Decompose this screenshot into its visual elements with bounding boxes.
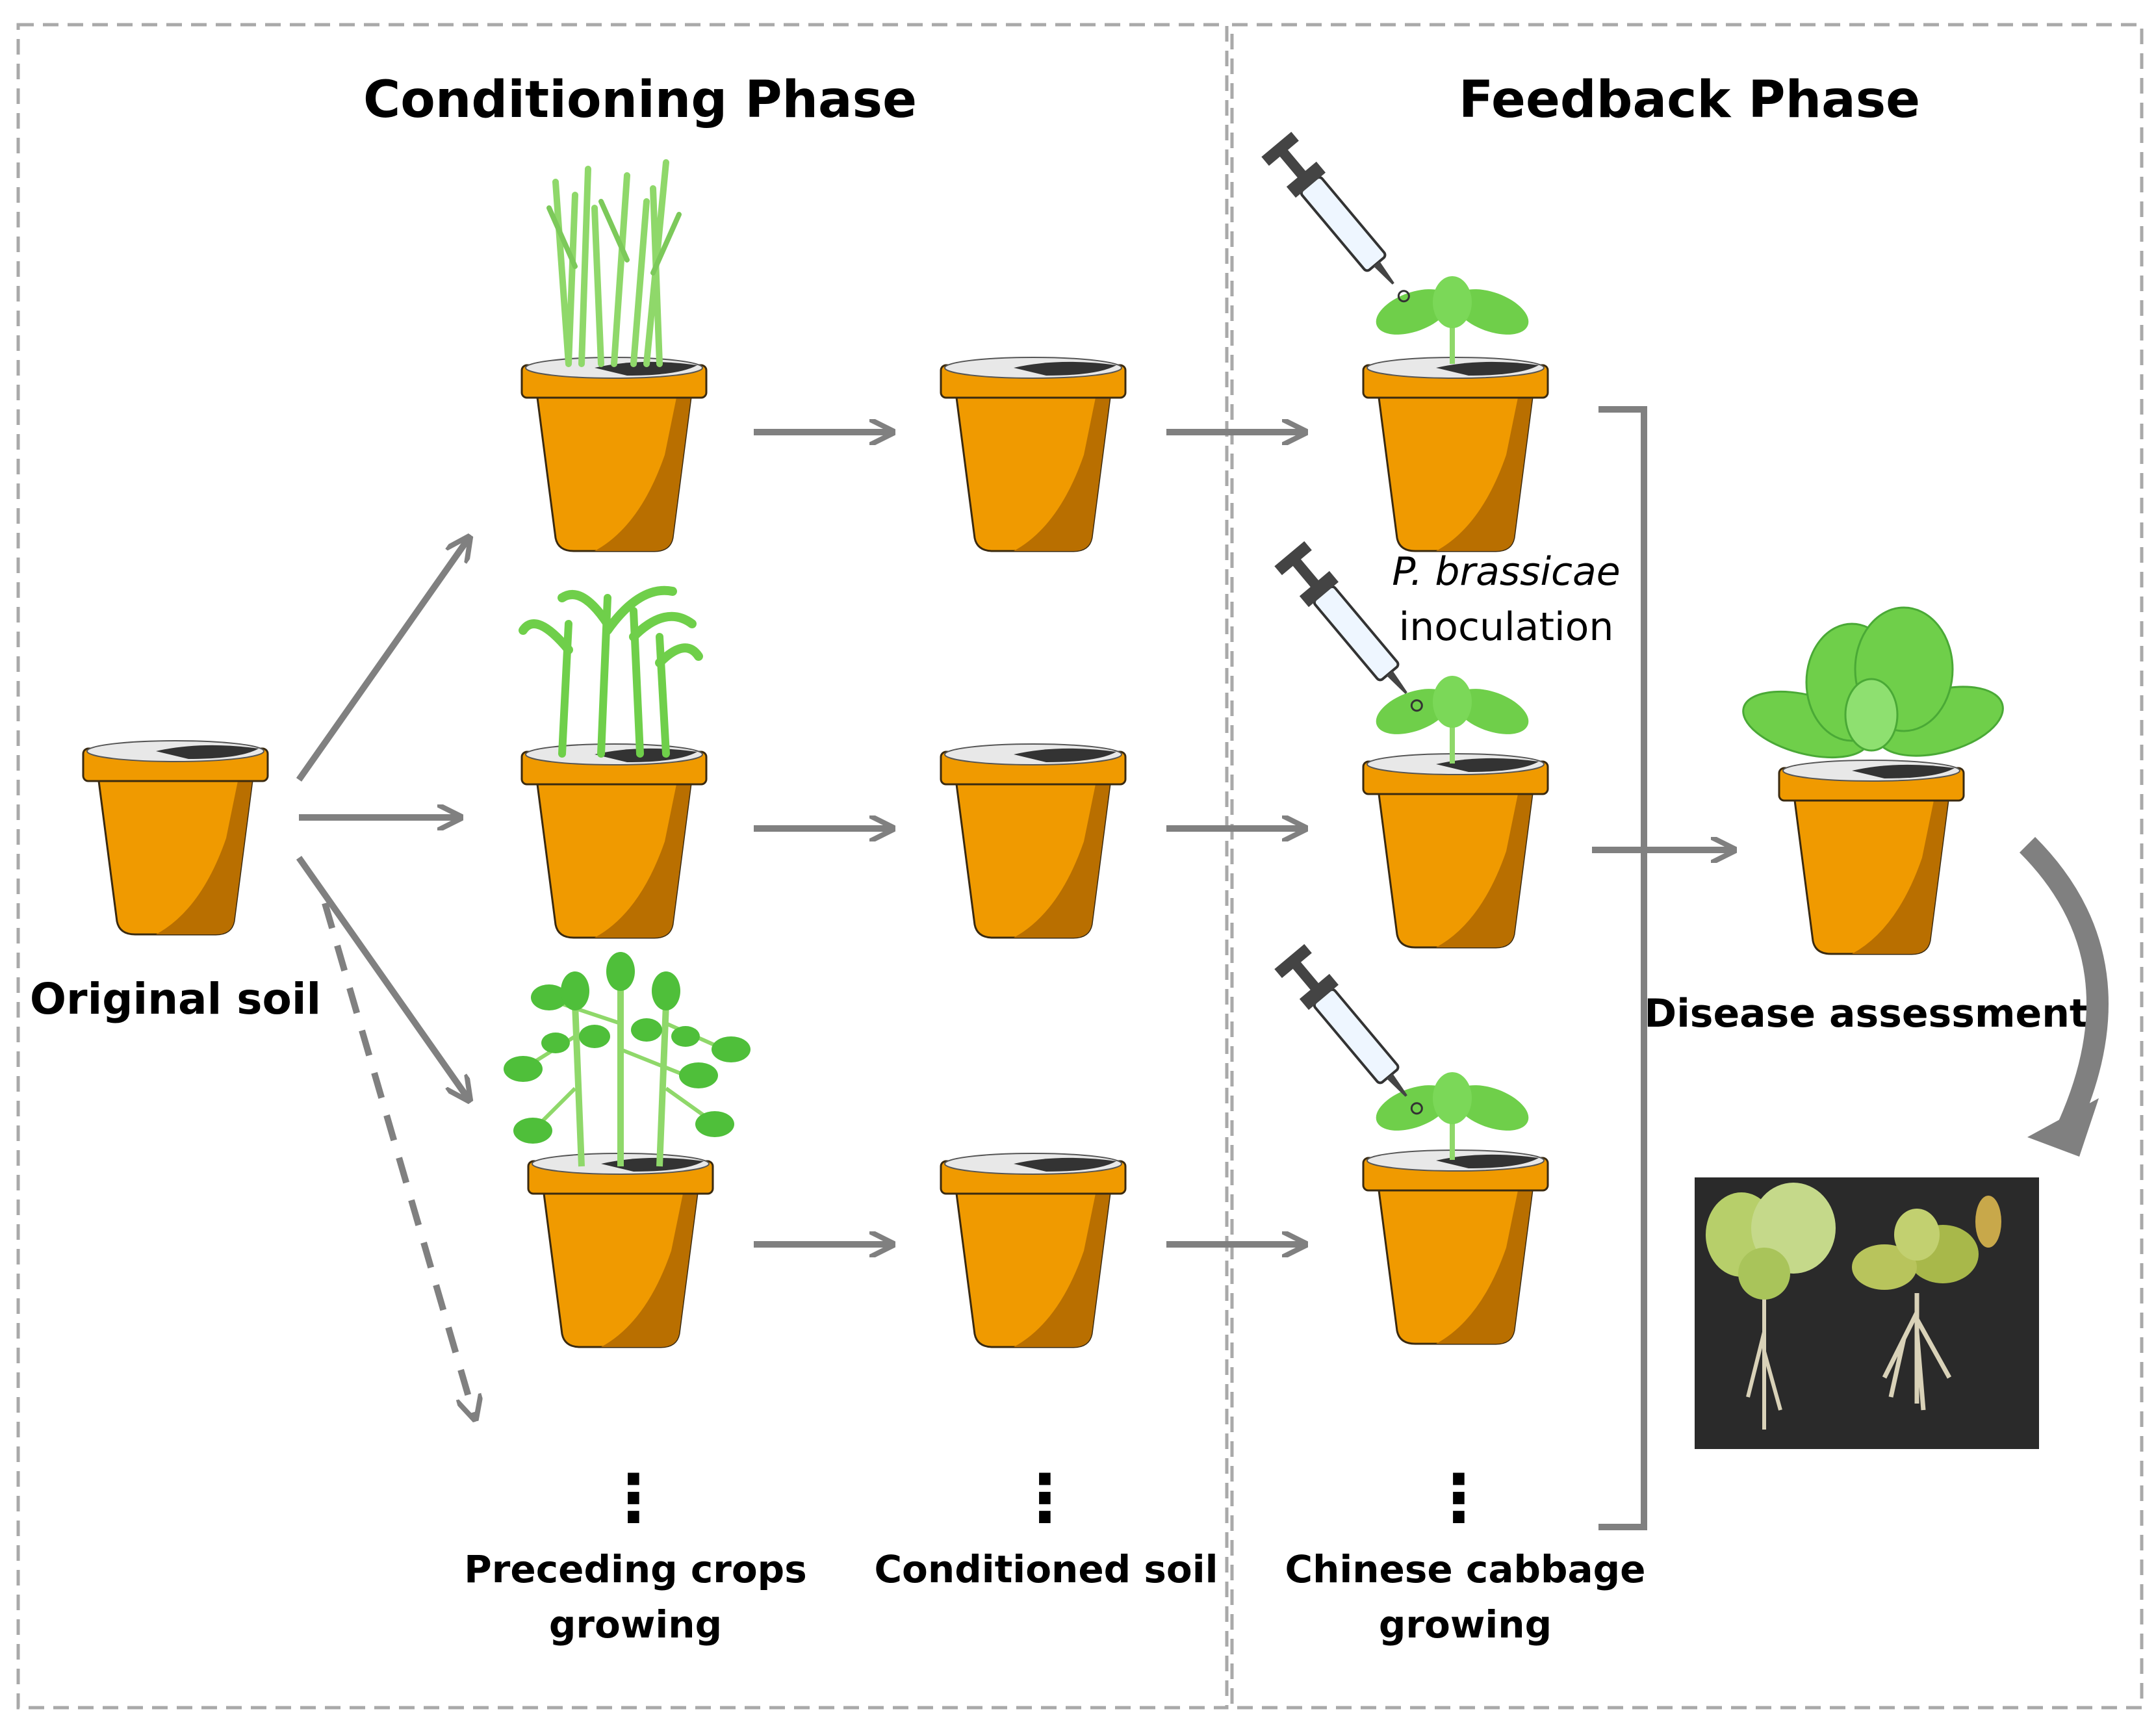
cabbage-seedling-2 xyxy=(1370,676,1534,764)
curved-arrow-head xyxy=(2027,1098,2099,1157)
cabbage-pot-1 xyxy=(1362,356,1549,552)
preceding-crops-label-line1: Preceding crops xyxy=(464,1547,806,1591)
assessment-pot xyxy=(1778,759,1965,955)
cabbage-pot-3 xyxy=(1362,1149,1549,1345)
grass-crop-pot xyxy=(520,356,708,552)
conditioning-phase-title: Conditioning Phase xyxy=(363,71,917,129)
syringe-icon-1 xyxy=(1260,130,1424,315)
crop-to-soil-arrows xyxy=(754,432,890,1244)
tomato-crop-pot xyxy=(527,1152,714,1348)
cabbage-seedling-1 xyxy=(1370,276,1534,364)
preceding-crops-label-line2: growing xyxy=(549,1602,722,1647)
arrow-to-grass xyxy=(296,539,468,782)
disease-assessment-label: Disease assessment xyxy=(1644,991,2088,1036)
corn-crop-plant xyxy=(523,591,699,754)
soil-to-cabbage-arrows xyxy=(1166,432,1303,1244)
diseased-plant-photo xyxy=(1852,1196,2001,1411)
original-soil-pot xyxy=(82,739,269,936)
conditioned-soil-label: Conditioned soil xyxy=(874,1547,1218,1591)
panel-borders xyxy=(16,23,2144,1710)
grouping-bracket xyxy=(1598,406,1647,1530)
conditioned-soil-pot-3 xyxy=(940,1152,1127,1348)
corn-crop-pot xyxy=(520,743,708,939)
arrow-to-tomato xyxy=(296,856,468,1098)
mature-cabbage-plant xyxy=(1742,606,2004,759)
arrow-to-more-crops xyxy=(322,902,474,1417)
cabbage-pot-2 xyxy=(1362,752,1549,949)
healthy-plant-photo xyxy=(1706,1183,1836,1430)
ellipsis-crops: ⋮ xyxy=(601,1460,666,1536)
curved-arrow-shaft xyxy=(2019,836,2109,1136)
conditioned-soil-pot-1 xyxy=(940,356,1127,552)
original-soil-label: Original soil xyxy=(30,974,321,1024)
feedback-panel-border xyxy=(1230,23,2144,1710)
cabbage-growing-label-line1: Chinese cabbage xyxy=(1285,1547,1646,1591)
pathogen-label: P. brassicae xyxy=(1392,549,1620,595)
cabbage-growing-label-line2: growing xyxy=(1379,1602,1552,1647)
conditioning-panel-border xyxy=(16,23,1229,1710)
inoculation-label: inoculation xyxy=(1399,604,1614,650)
grass-crop-plant xyxy=(549,162,679,364)
disease-photo xyxy=(1695,1177,2039,1449)
ellipsis-cabbage: ⋮ xyxy=(1426,1460,1491,1536)
branch-arrows xyxy=(296,539,474,1417)
tomato-crop-plant xyxy=(504,952,751,1166)
feedback-phase-title: Feedback Phase xyxy=(1459,71,1920,129)
conditioned-soil-pot-2 xyxy=(940,743,1127,939)
ellipsis-soil: ⋮ xyxy=(1012,1460,1077,1536)
